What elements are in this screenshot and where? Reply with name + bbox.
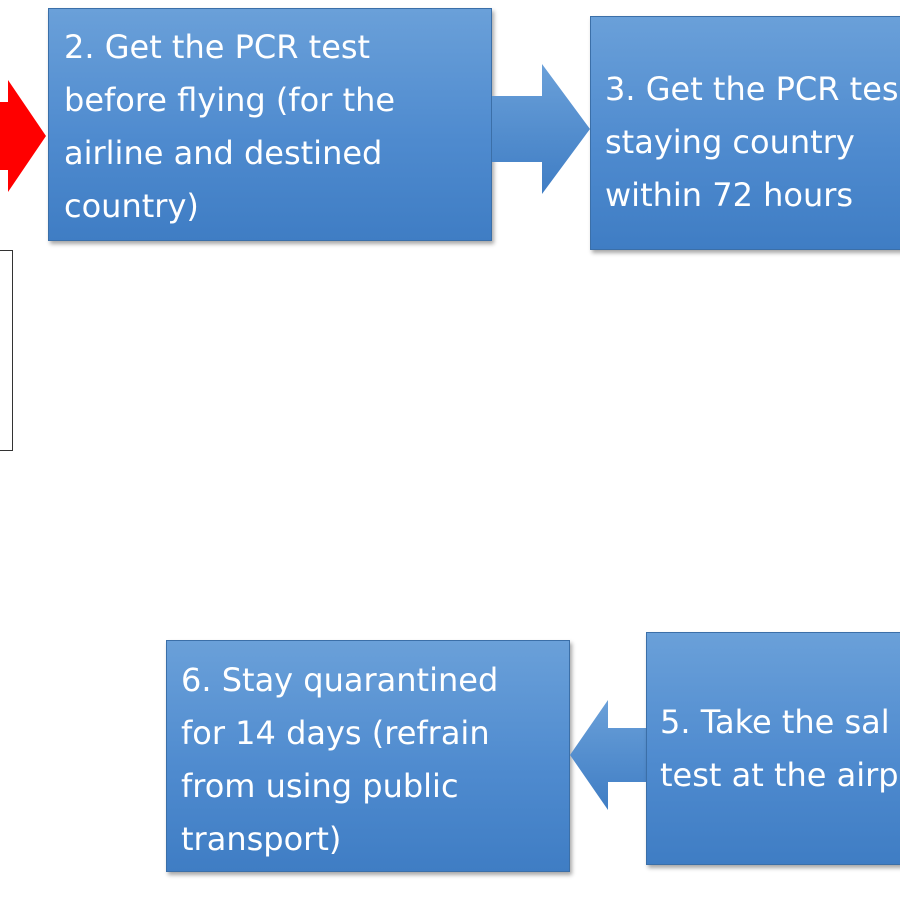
step-6-line-4: transport) — [181, 820, 342, 858]
step-5-line-2: test at the airp — [660, 756, 899, 794]
partial-text-frame — [0, 250, 13, 451]
step-2-line-3: airline and destined — [64, 134, 383, 172]
step-6-line-2: for 14 days (refrain — [181, 714, 490, 752]
step-3-line-2: staying country — [605, 123, 855, 161]
step-3-line-3: within 72 hours — [605, 176, 854, 214]
step-2-line-1: 2. Get the PCR test — [64, 28, 371, 66]
step-2-box: 2. Get the PCR test before flying (for t… — [48, 8, 492, 241]
arrow-left-step5-to-step6 — [570, 700, 648, 810]
step-3-box: 3. Get the PCR tes staying country withi… — [590, 16, 900, 250]
step-2-line-4: country) — [64, 187, 199, 225]
red-arrow-right — [0, 80, 46, 192]
step-5-box: 5. Take the sal test at the airp — [646, 632, 900, 865]
step-6-line-1: 6. Stay quarantined — [181, 661, 499, 699]
step-6-box: 6. Stay quarantined for 14 days (refrain… — [166, 640, 570, 872]
step-5-line-1: 5. Take the sal — [660, 703, 890, 741]
step-6-line-3: from using public — [181, 767, 459, 805]
step-3-line-1: 3. Get the PCR tes — [605, 70, 899, 108]
arrow-right-step2-to-step3 — [492, 64, 590, 194]
step-2-line-2: before flying (for the — [64, 81, 396, 119]
